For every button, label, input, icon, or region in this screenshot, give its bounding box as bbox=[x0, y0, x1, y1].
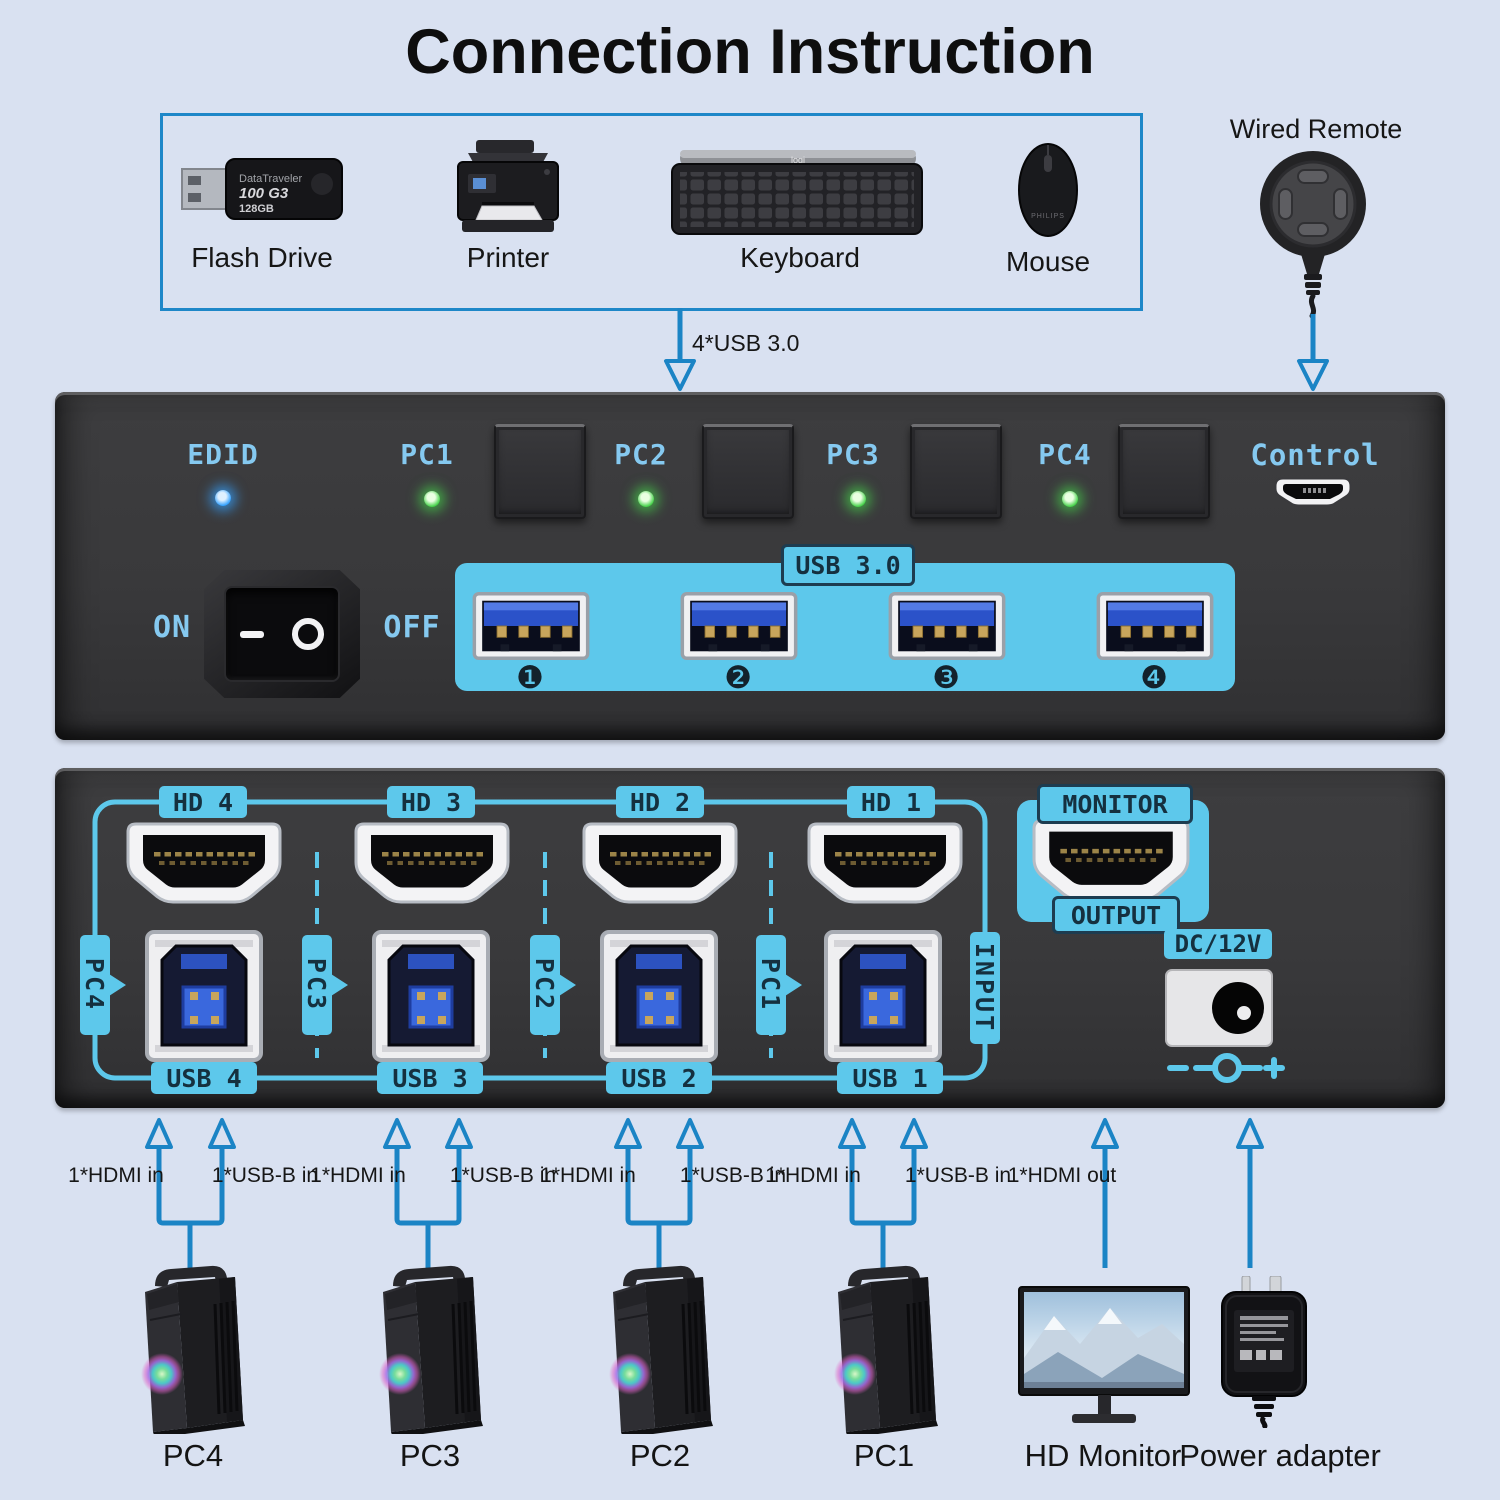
flash-drive-label: Flash Drive bbox=[191, 242, 333, 273]
pc4-led bbox=[1062, 491, 1078, 507]
pc2-led-label: PC2 bbox=[614, 438, 668, 471]
pc-connection-forks bbox=[145, 1118, 1264, 1268]
usb-devices-arrow bbox=[664, 308, 696, 391]
pc4-group-label: PC4 bbox=[80, 935, 110, 1035]
pc3-led bbox=[850, 491, 866, 507]
pc1-select-button bbox=[494, 424, 586, 519]
hd4-port-label: HD 4 bbox=[159, 786, 247, 818]
pc4-select-button bbox=[1118, 424, 1210, 519]
pc4-fork bbox=[145, 1118, 236, 1268]
pc1-led bbox=[424, 491, 440, 507]
annotation-hdmi-out: 1*HDMI out bbox=[1007, 1164, 1117, 1187]
usb-port4-number: ❹ bbox=[1140, 660, 1168, 696]
usb2-port-label: USB 2 bbox=[606, 1062, 712, 1094]
monitor-label: MONITOR bbox=[1037, 784, 1193, 824]
edid-led bbox=[215, 490, 231, 506]
pc2-group-label: PC2 bbox=[530, 935, 560, 1035]
control-label: Control bbox=[1250, 438, 1380, 472]
pc3-tower-icon bbox=[377, 1264, 485, 1434]
power-arrow bbox=[1236, 1118, 1264, 1268]
switch-off-mark bbox=[292, 618, 324, 650]
mouse-label: Mouse bbox=[1005, 246, 1091, 277]
pc1-fork bbox=[838, 1118, 928, 1268]
off-label: OFF bbox=[383, 610, 441, 645]
edid-label: EDID bbox=[187, 438, 259, 471]
usb3-section-label: USB 3.0 bbox=[781, 544, 915, 586]
hd1-port-label: HD 1 bbox=[847, 786, 935, 818]
pc1-group-label: PC1 bbox=[756, 935, 786, 1035]
printer-label: Printer bbox=[466, 242, 550, 273]
annotation-hdmi-in-pc3: 1*HDMI in bbox=[310, 1164, 406, 1187]
remote-arrow bbox=[1297, 314, 1329, 391]
pc3-fork bbox=[383, 1118, 473, 1268]
hd-monitor-label: HD Monitor bbox=[1024, 1438, 1182, 1473]
pc1-device-label: PC1 bbox=[853, 1438, 915, 1473]
pc2-fork bbox=[614, 1118, 704, 1268]
page-title: Connection Instruction bbox=[405, 17, 1095, 87]
pc4-tower-icon bbox=[139, 1264, 247, 1434]
annotation-usb-b-in-pc3: 1*USB-B in bbox=[449, 1164, 557, 1187]
pc2-select-button bbox=[702, 424, 794, 519]
power-adapter-icon bbox=[1222, 1276, 1306, 1428]
usb-port2-number: ❷ bbox=[724, 660, 752, 696]
annotation-hdmi-in-pc4: 1*HDMI in bbox=[68, 1164, 164, 1187]
usb-devices-note: 4*USB 3.0 bbox=[692, 330, 800, 356]
dc-12v-label: DC/12V bbox=[1164, 929, 1272, 959]
hd-monitor-icon bbox=[1018, 1286, 1190, 1424]
wired-remote-label: Wired Remote bbox=[1229, 114, 1403, 144]
annotation-usb-b-in-pc2: 1*USB-B in bbox=[679, 1164, 787, 1187]
annotation-usb-b-in-pc4: 1*USB-B in bbox=[211, 1164, 319, 1187]
pc3-led-label: PC3 bbox=[826, 438, 880, 471]
pc3-device-label: PC3 bbox=[399, 1438, 461, 1473]
usb4-port-label: USB 4 bbox=[151, 1062, 257, 1094]
usb-port3-number: ❸ bbox=[932, 660, 960, 696]
pc4-led-label: PC4 bbox=[1038, 438, 1092, 471]
pc2-tower-icon bbox=[607, 1264, 715, 1434]
annotation-usb-b-in-pc1: 1*USB-B in bbox=[904, 1164, 1012, 1187]
wired-remote-icon bbox=[1260, 151, 1366, 319]
pc2-led bbox=[638, 491, 654, 507]
switch-on-mark bbox=[240, 630, 264, 638]
annotation-hdmi-in-pc2: 1*HDMI in bbox=[540, 1164, 636, 1187]
keyboard-label: Keyboard bbox=[740, 242, 860, 273]
pc4-device-label: PC4 bbox=[162, 1438, 224, 1473]
rocker-face bbox=[224, 586, 340, 682]
pc3-select-button bbox=[910, 424, 1002, 519]
power-rocker-switch bbox=[204, 570, 360, 698]
usb3-port-label: USB 3 bbox=[377, 1062, 483, 1094]
usb1-port-label: USB 1 bbox=[837, 1062, 943, 1094]
power-adapter-label: Power adapter bbox=[1179, 1438, 1381, 1473]
on-label: ON bbox=[152, 610, 192, 645]
pc1-led-label: PC1 bbox=[400, 438, 454, 471]
hd3-port-label: HD 3 bbox=[387, 786, 475, 818]
pc2-device-label: PC2 bbox=[629, 1438, 691, 1473]
annotation-hdmi-in-pc1: 1*HDMI in bbox=[765, 1164, 861, 1187]
hd2-port-label: HD 2 bbox=[616, 786, 704, 818]
output-label: OUTPUT bbox=[1052, 896, 1180, 934]
input-label: INPUT bbox=[970, 932, 1000, 1044]
pc1-tower-icon bbox=[832, 1264, 940, 1434]
peripherals-box bbox=[160, 113, 1143, 311]
pc3-group-label: PC3 bbox=[302, 935, 332, 1035]
monitor-arrow bbox=[1091, 1118, 1119, 1268]
usb-port1-number: ❶ bbox=[516, 660, 544, 696]
